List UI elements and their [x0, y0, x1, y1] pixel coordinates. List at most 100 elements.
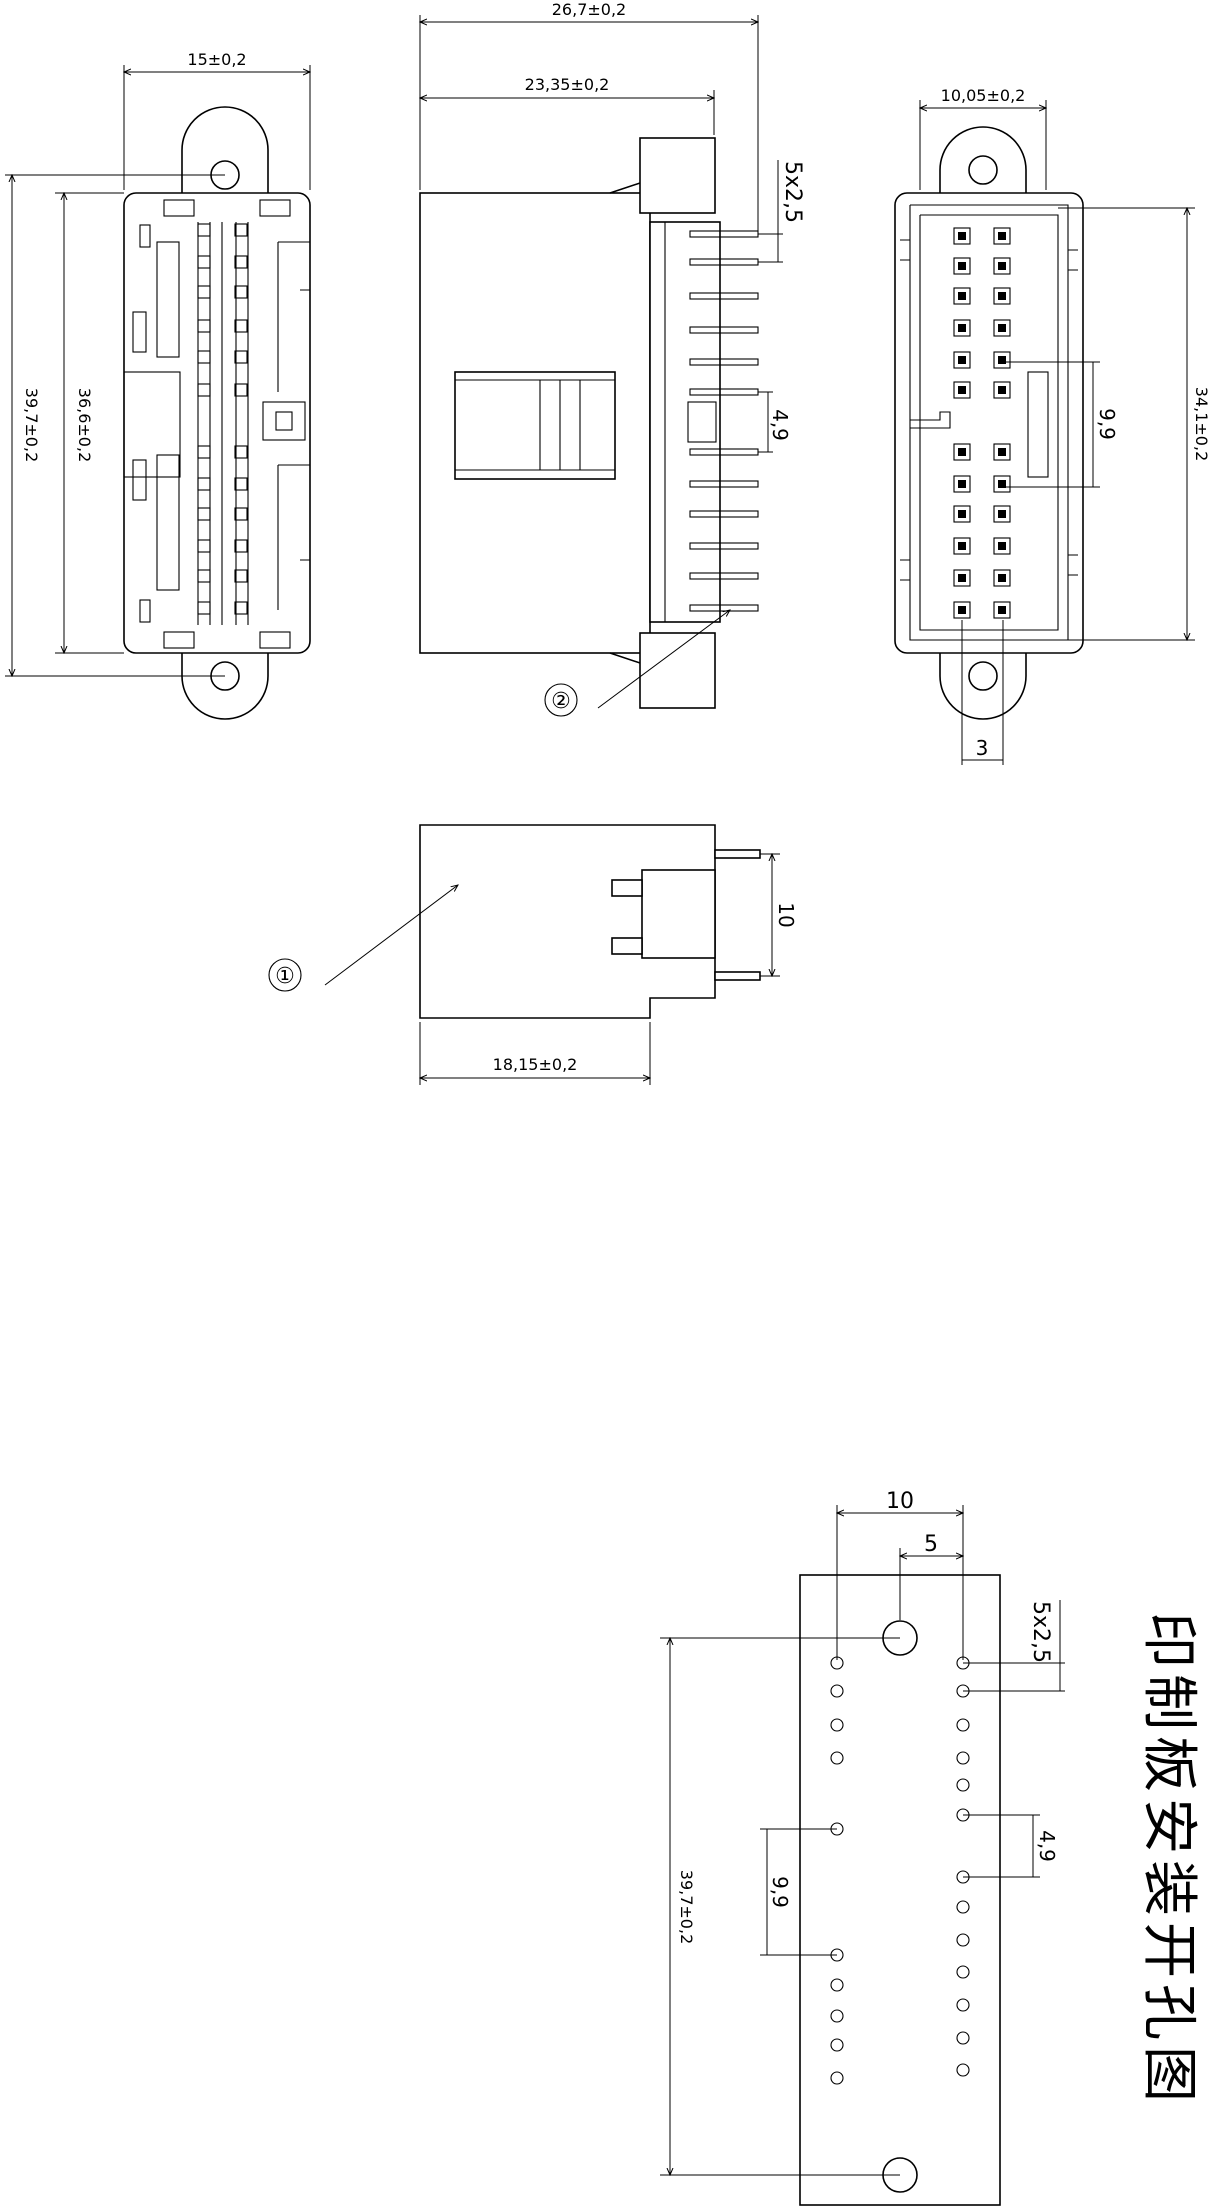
rear-contact-outer [953, 505, 971, 523]
rear-pitch-dim: 3 [976, 736, 989, 760]
pcb-hole [956, 1965, 970, 1979]
rear-contact-inner [998, 262, 1006, 270]
rear-contact-outer [993, 601, 1011, 619]
front-bottom-ear [181, 652, 269, 720]
pcb-layout-title: 印制板安装开孔图 [1136, 1612, 1201, 2108]
front-contact [197, 569, 211, 583]
rear-contact-outer [993, 351, 1011, 369]
side-pin-tail [689, 542, 759, 550]
rear-contact-inner [998, 448, 1006, 456]
rear-contact-outer [953, 287, 971, 305]
rear-contact-inner [958, 324, 966, 332]
front-contact [197, 350, 211, 364]
rear-contact-inner [998, 606, 1006, 614]
rear-contact-inner [998, 480, 1006, 488]
front-contact [234, 319, 248, 333]
rear-contact-outer [953, 537, 971, 555]
front-contact [234, 350, 248, 364]
rear-contact-outer [953, 351, 971, 369]
rear-body [894, 192, 1084, 654]
front-contact [197, 477, 211, 491]
front-contact [197, 601, 211, 615]
front-contact [197, 383, 211, 397]
pcb-hole [956, 1998, 970, 2012]
pcb-hole [956, 1900, 970, 1914]
rear-contact-inner [958, 356, 966, 364]
front-contact [197, 445, 211, 459]
front-inner-height-dim: 36,6±0,2 [75, 388, 94, 462]
rear-contact-outer [993, 505, 1011, 523]
rear-contacts [953, 227, 1011, 619]
side-pin-tail [689, 358, 759, 366]
pcb-hole [830, 2071, 844, 2085]
rear-contact-inner [958, 542, 966, 550]
top-view: 10 18,15±0,2 ① [268, 824, 798, 1085]
side-pin-tail [689, 326, 759, 334]
side-bottom-latch [639, 632, 716, 709]
pcb-hole [956, 1718, 970, 1732]
pcb-pitch-dim: 5x2,5 [1028, 1601, 1053, 1663]
side-pin-tail [689, 480, 759, 488]
pcb-dimensions: 10 5 5x2,5 39,7±0,2 9,9 4,9 [660, 1489, 1065, 2175]
rear-contact-outer [993, 443, 1011, 461]
pcb-hole [830, 1751, 844, 1765]
pcb-hole [956, 2063, 970, 2077]
rear-bottom-ear [939, 652, 1027, 720]
front-contact [197, 255, 211, 269]
front-contact [197, 507, 211, 521]
side-pitch-dim: 5x2,5 [780, 161, 805, 223]
rear-view: 10,05±0,2 34,1±0,2 9,9 3 [894, 86, 1210, 765]
rear-contact-inner [958, 292, 966, 300]
rear-contact-outer [953, 601, 971, 619]
front-outer-height-dim: 39,7±0,2 [22, 388, 41, 462]
rear-contact-outer [953, 569, 971, 587]
pcb-hole [830, 1718, 844, 1732]
rear-contact-outer [993, 381, 1011, 399]
pcb-hole [830, 2038, 844, 2052]
rear-contact-outer [993, 475, 1011, 493]
rear-contact-inner [958, 606, 966, 614]
pcb-left-gap-dim: 9,9 [768, 1876, 792, 1908]
front-contact [234, 601, 248, 615]
rear-contact-outer [953, 381, 971, 399]
callout-2-label: ② [551, 689, 571, 714]
rear-contact-outer [993, 569, 1011, 587]
front-contact [197, 319, 211, 333]
rear-contact-inner [998, 510, 1006, 518]
front-contact [234, 569, 248, 583]
top-length-dim: 18,15±0,2 [493, 1055, 578, 1074]
rear-contact-inner [958, 448, 966, 456]
front-contact [197, 223, 211, 237]
rear-contact-outer [993, 227, 1011, 245]
front-contact [234, 223, 248, 237]
pcb-hole [830, 2009, 844, 2023]
front-contact [234, 255, 248, 269]
front-contact [234, 383, 248, 397]
side-pin-tail [689, 510, 759, 518]
rear-contact-inner [998, 232, 1006, 240]
side-view: 26,7±0,2 23,35±0,2 5x2,5 4,9 ② [420, 0, 805, 717]
side-dimensions: 26,7±0,2 23,35±0,2 5x2,5 4,9 [420, 0, 805, 453]
rear-width-dim: 10,05±0,2 [941, 86, 1026, 105]
front-contact [234, 285, 248, 299]
callout-1-label: ① [275, 964, 295, 989]
pcb-hole [956, 1751, 970, 1765]
front-view: 15±0,2 39,7±0,2 36,6±0,2 [5, 50, 310, 720]
pcb-hole [956, 1933, 970, 1947]
front-contact [234, 507, 248, 521]
side-pin-tail [689, 292, 759, 300]
rear-contact-inner [958, 480, 966, 488]
side-pin-header [649, 221, 721, 623]
rear-dimensions: 10,05±0,2 34,1±0,2 9,9 3 [920, 86, 1210, 765]
front-contact [234, 445, 248, 459]
rear-contact-outer [953, 443, 971, 461]
pcb-offset-dim: 5 [924, 1532, 938, 1557]
rear-contact-inner [958, 232, 966, 240]
front-top-ear [181, 106, 269, 193]
callout-2: ② [544, 610, 730, 717]
side-gap-dim: 4,9 [768, 409, 792, 441]
side-body-length-dim: 23,35±0,2 [525, 75, 610, 94]
pcb-hole [956, 1778, 970, 1792]
pcb-row-spacing-dim: 10 [886, 1489, 914, 1514]
